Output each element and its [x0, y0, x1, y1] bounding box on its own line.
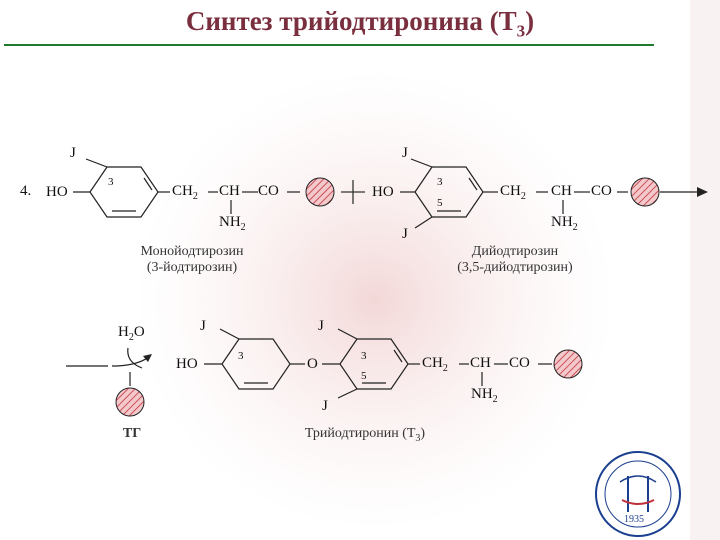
mit-caption: Монойодтирозин(3-йодтирозин) — [140, 244, 244, 275]
dit-position-3: 3 — [437, 176, 443, 188]
benzene-ring-t3-inner — [339, 338, 409, 390]
t3-position-3-outer: 3 — [238, 350, 244, 362]
arrow-head-water — [143, 354, 152, 362]
thyroglobulin-blob-t3 — [553, 349, 583, 379]
t3-iodine-outer: J — [200, 318, 206, 334]
mit-co: CO — [258, 183, 279, 199]
thyroglobulin-blob-dit — [630, 177, 660, 207]
t3-hydroxyl: HO — [176, 356, 198, 372]
mit-nh2: NH2 — [219, 214, 246, 233]
logo-year: 1935 — [624, 514, 644, 525]
water-label: H2O — [118, 324, 145, 343]
benzene-ring-mit — [89, 166, 159, 218]
t3-ch: CH — [470, 355, 491, 371]
arrow-water-curve — [127, 347, 143, 369]
dit-iodine-bottom: J — [402, 226, 408, 242]
t3-iodine-bottom: J — [322, 398, 328, 414]
dit-position-5: 5 — [437, 197, 443, 209]
mit-position-3: 3 — [108, 176, 114, 188]
university-logo — [595, 451, 681, 537]
t3-position-5-inner: 5 — [361, 370, 367, 382]
dit-caption: Дийодтирозин(3,5-дийодтирозин) — [457, 244, 573, 275]
step-number: 4. — [20, 183, 32, 199]
dit-hydroxyl: HO — [372, 184, 394, 200]
t3-iodine-top: J — [318, 318, 324, 334]
dit-iodine-top: J — [402, 145, 408, 161]
t3-nh2: NH2 — [471, 386, 498, 405]
mit-hydroxyl: HO — [46, 184, 68, 200]
bond-iodine-ring1 — [85, 158, 108, 168]
benzene-ring-t3-outer — [221, 338, 291, 390]
right-margin-band — [690, 0, 720, 540]
dit-co: CO — [591, 183, 612, 199]
mit-ch2: CH2 — [172, 183, 198, 202]
tissue-shading — [135, 70, 615, 530]
mit-iodine: J — [70, 145, 76, 161]
t3-ch2: CH2 — [422, 355, 448, 374]
slide-title: Синтез трийодтиронина (Т3) — [185, 6, 535, 41]
thyroglobulin-blob-tg — [115, 387, 145, 417]
t3-position-3-inner: 3 — [361, 350, 367, 362]
title-underline — [4, 44, 654, 46]
mit-ch: CH — [219, 183, 240, 199]
tg-caption: ТГ — [122, 426, 142, 441]
bond-iodine-bottom-ring2 — [414, 216, 433, 229]
dit-ch: CH — [551, 183, 572, 199]
dit-ch2: CH2 — [500, 183, 526, 202]
t3-caption: Трийодтиронин (Т3) — [304, 426, 426, 444]
forward-arrow-head — [697, 187, 708, 197]
bond-iodine-top-ring2 — [410, 158, 433, 168]
dit-nh2: NH2 — [551, 214, 578, 233]
t3-ether-oxygen: O — [307, 356, 318, 372]
thyroglobulin-blob-mit — [305, 177, 335, 207]
benzene-ring-dit — [414, 166, 484, 218]
t3-co: CO — [509, 355, 530, 371]
